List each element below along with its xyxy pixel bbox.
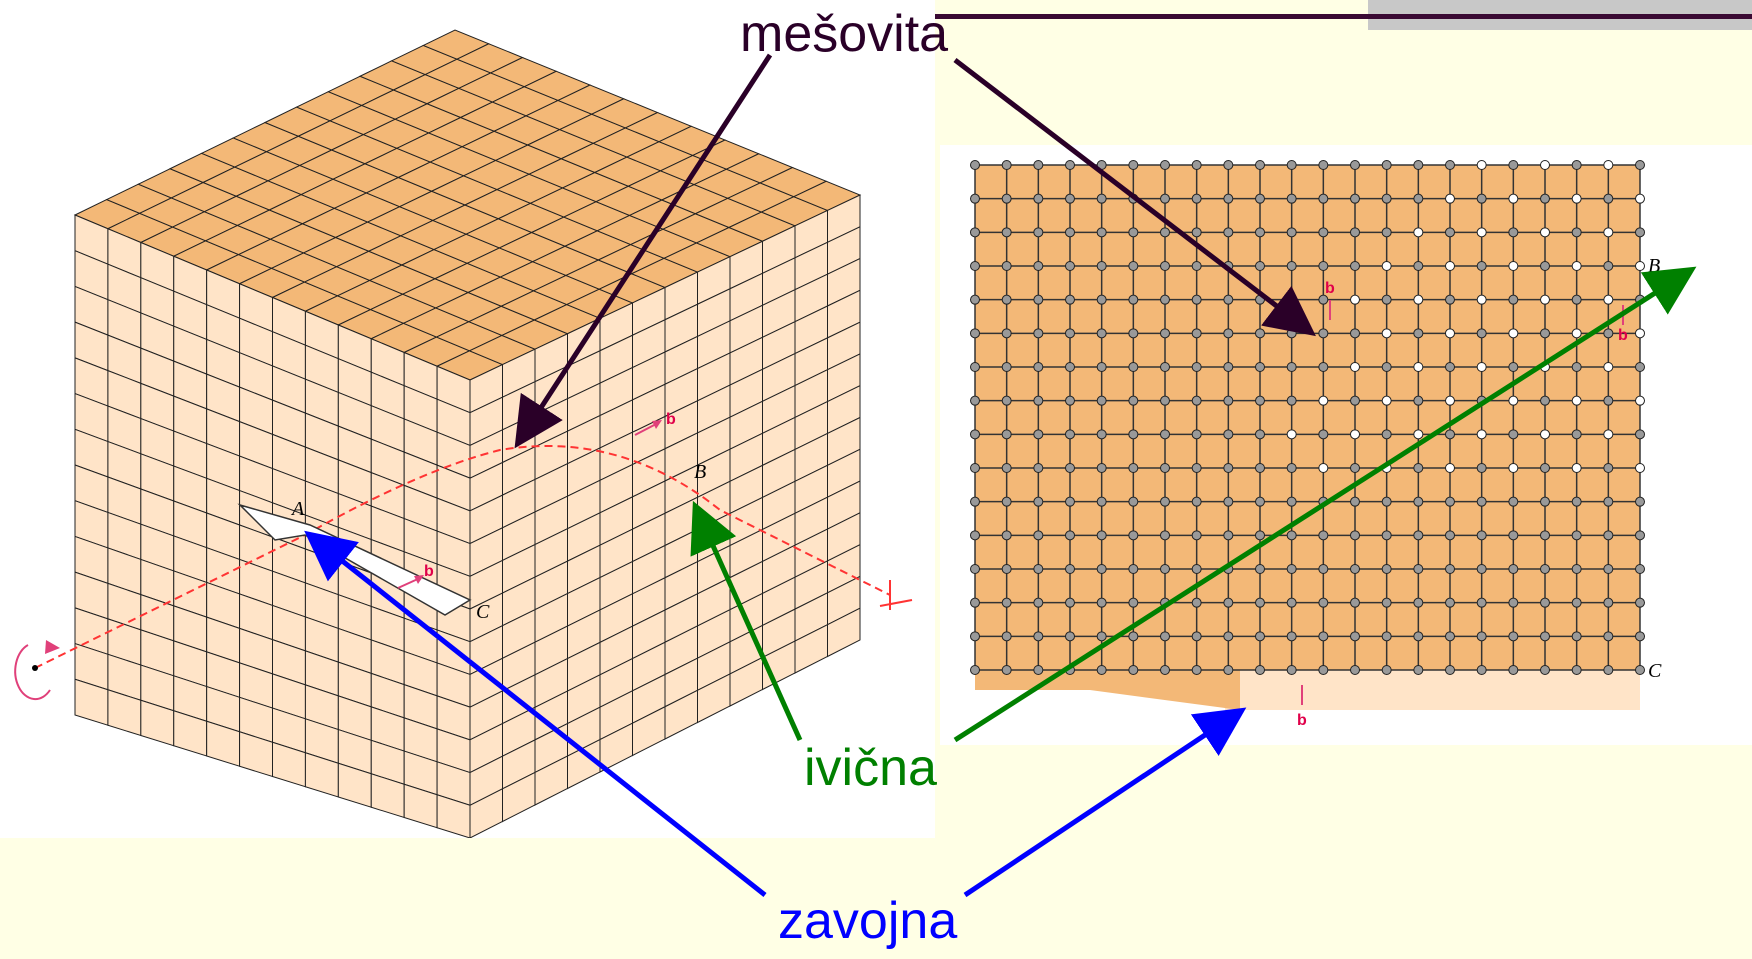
screw-rotation-center [32,665,38,671]
screw-rotation-icon [14,644,51,701]
point-label-c: C [1648,660,1662,682]
point-label-a: A [290,498,305,520]
label-screw-dislocation: zavojna [778,892,958,950]
burgers-label: b [666,411,676,428]
label-edge-dislocation: ivična [804,739,937,797]
lattice-figure: B C b b b [940,145,1752,745]
crystal-block-drawing: A B C b b [14,29,913,838]
dislocation-line [34,445,891,669]
lattice-slip-region [975,165,1640,690]
point-label-b: B [1648,255,1660,277]
lattice-drawing: B C b b b [970,160,1662,729]
point-label-b: B [694,461,706,483]
point-label-c: C [476,601,490,623]
burgers-label: b [1325,280,1335,297]
burgers-label: b [1618,327,1628,344]
lattice-unslipped-strip [1225,670,1640,710]
label-mixed-dislocation: mešovita [740,5,949,63]
burgers-label: b [1297,712,1307,729]
crystal-block-figure: A B C b b [0,0,935,838]
burgers-label: b [424,563,434,580]
